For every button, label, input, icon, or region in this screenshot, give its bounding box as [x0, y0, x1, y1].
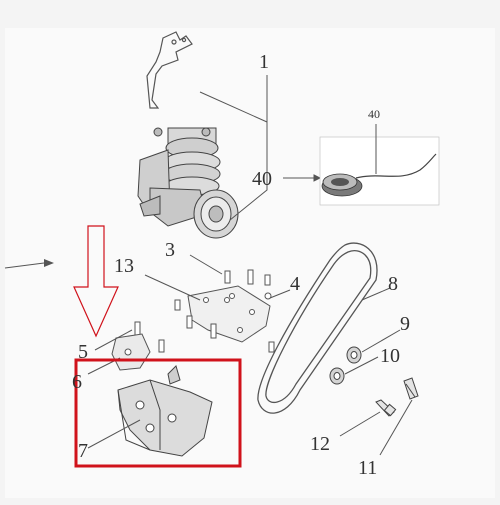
spacers — [329, 346, 362, 385]
leader-lines — [87, 254, 413, 456]
air-compressor — [137, 127, 239, 239]
callout-12: 12 — [310, 433, 330, 455]
callout-9: 9 — [400, 313, 410, 335]
callout-40-inset: 40 — [368, 107, 380, 121]
mounting-plate — [187, 285, 271, 343]
callout-4: 4 — [290, 273, 300, 295]
drive-belt — [257, 242, 378, 414]
mounting-bracket-top — [146, 31, 193, 109]
leader-lines-1 — [199, 75, 322, 221]
inset-clutch-sensor — [319, 124, 440, 206]
down-arrow-indicator — [73, 225, 119, 338]
callout-10: 10 — [380, 345, 400, 367]
callout-6: 6 — [72, 371, 82, 393]
callout-40: 40 — [252, 168, 272, 190]
callout-7: 7 — [78, 440, 88, 462]
highlight-box — [74, 358, 242, 468]
callout-13: 13 — [114, 255, 134, 277]
callout-1: 1 — [259, 51, 269, 73]
long-bolts — [375, 377, 419, 417]
bolts — [134, 269, 275, 353]
callout-5: 5 — [78, 341, 88, 363]
compressor-bracket — [117, 365, 213, 457]
callout-11: 11 — [358, 457, 377, 479]
callout-3: 3 — [165, 239, 175, 261]
callout-8: 8 — [388, 273, 398, 295]
side-arrow — [4, 259, 54, 269]
